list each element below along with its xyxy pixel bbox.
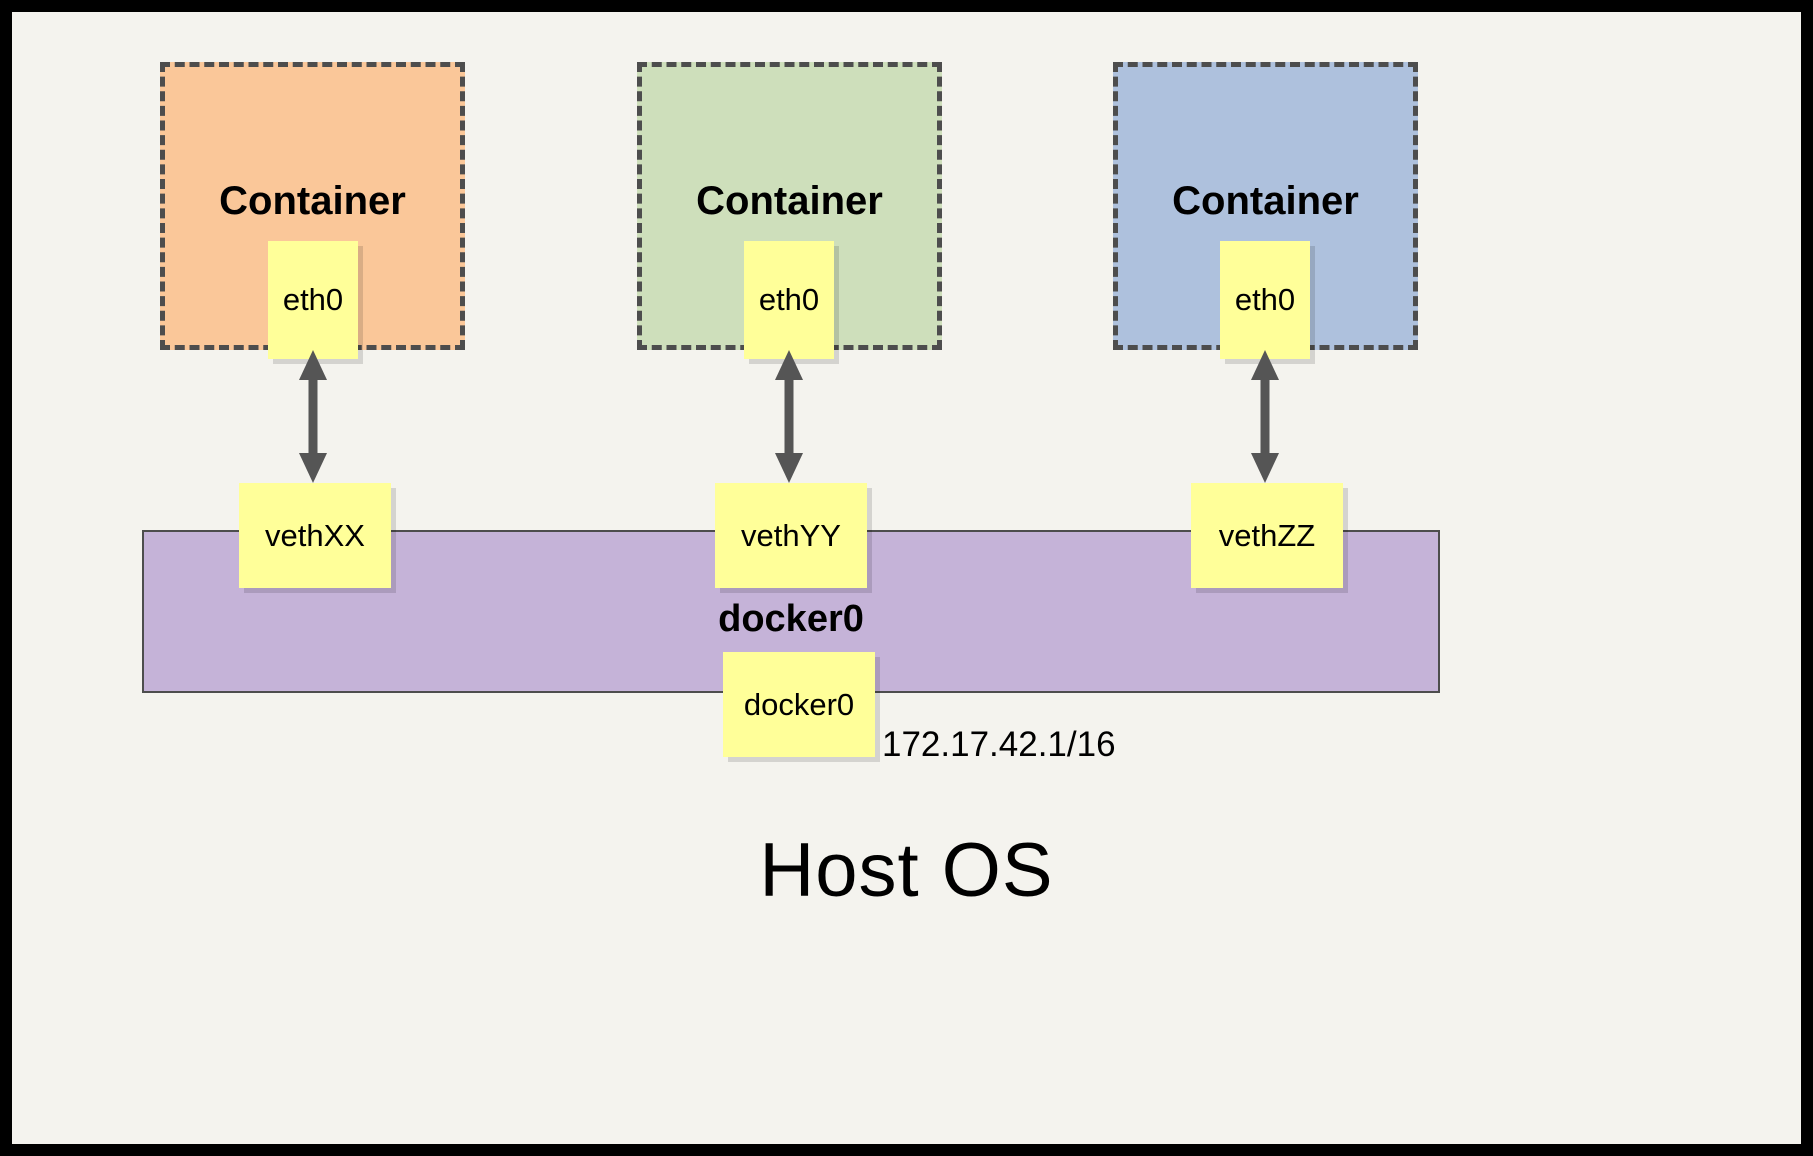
arrow-container-1	[296, 350, 330, 483]
container-title-2: Container	[696, 179, 883, 223]
veth-box-1: vethXX	[239, 483, 391, 588]
diagram-canvas: docker0 Container Container Container et…	[12, 12, 1801, 1144]
veth-box-3: vethZZ	[1191, 483, 1343, 588]
arrow-container-3	[1248, 350, 1282, 483]
arrow-container-2	[772, 350, 806, 483]
container-title-1: Container	[219, 179, 406, 223]
host-os-label: Host OS	[759, 828, 1054, 913]
eth0-box-3: eth0	[1220, 241, 1310, 359]
docker0-interface-box: docker0	[723, 652, 875, 757]
docker0-ip-label: 172.17.42.1/16	[882, 725, 1116, 764]
container-title-3: Container	[1172, 179, 1359, 223]
eth0-box-2: eth0	[744, 241, 834, 359]
veth-box-2: vethYY	[715, 483, 867, 588]
docker0-bridge-label: docker0	[718, 598, 864, 640]
eth0-box-1: eth0	[268, 241, 358, 359]
